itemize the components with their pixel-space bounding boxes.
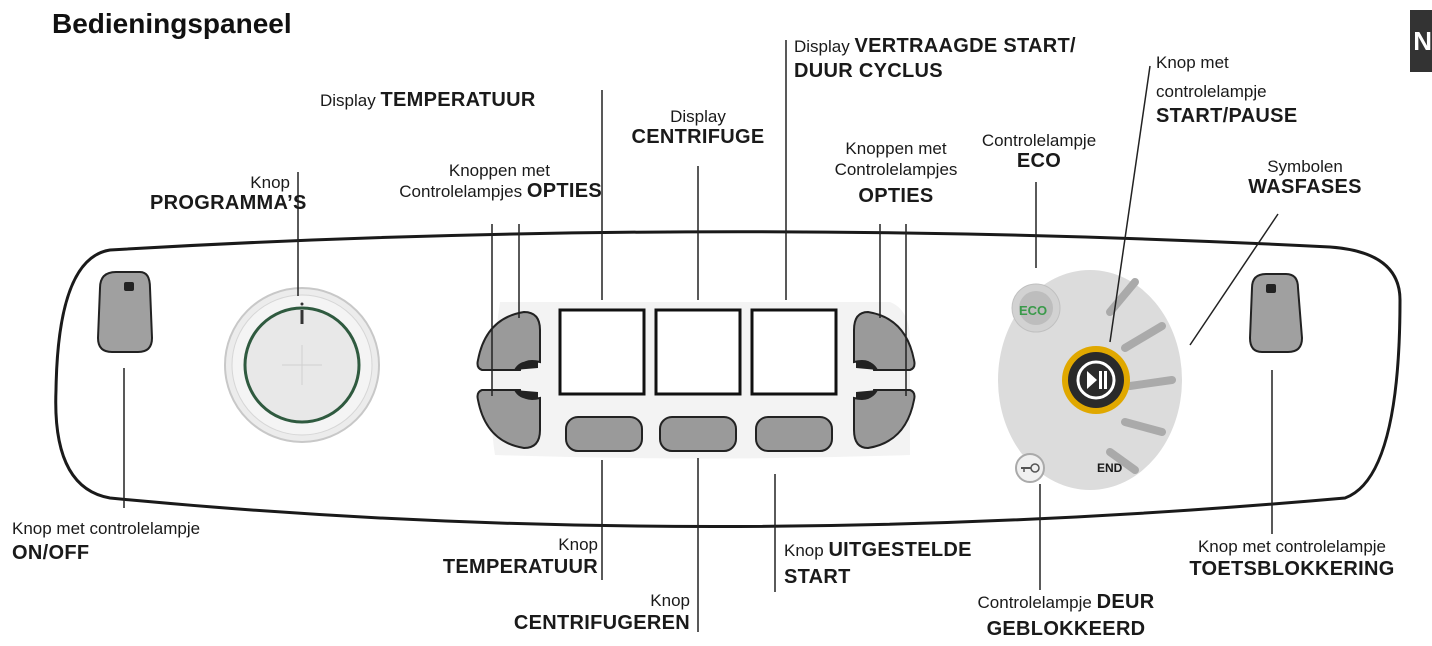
onoff-button — [96, 271, 154, 353]
label-onoff: Knop met controlelampje ON/OFF — [12, 519, 201, 564]
start-zone — [998, 270, 1182, 490]
keylock-button — [1248, 273, 1304, 353]
label-temp-button: Knop TEMPERATUUR — [442, 535, 598, 578]
displays — [558, 308, 838, 396]
right-option-buttons — [853, 310, 916, 450]
label-temp-display: Display TEMPERATUUR — [320, 89, 536, 111]
label-eco: Controlelampje ECO — [981, 131, 1097, 172]
page-title: Bedieningspaneel — [52, 8, 292, 39]
bottom-buttons — [565, 416, 833, 452]
label-spin-display: Display CENTRIFUGE — [631, 107, 765, 148]
label-options-left: Knoppen met Controlelampjes OPTIES — [399, 161, 602, 202]
leader-lines — [123, 40, 1279, 632]
label-options-right: Knoppen met Controlelampjes OPTIES — [834, 139, 958, 207]
label-door: Controlelampje DEUR GEBLOKKEERD — [977, 591, 1155, 640]
label-spin-button: Knop CENTRIFUGEREN — [513, 591, 690, 634]
label-delay-button: Knop UITGESTELDE START — [784, 539, 972, 588]
label-keylock: Knop met controlelampje TOETSBLOKKERING — [1189, 537, 1395, 580]
eco-badge: ECO — [1019, 303, 1048, 318]
label-delay-display: Display VERTRAAGDE START/ DUUR CYCLUS — [794, 35, 1076, 82]
left-option-buttons — [476, 310, 541, 450]
label-programmas: Knop PROGRAMMA’S — [150, 173, 307, 214]
label-startpause: Knop met controlelampje START/PAUSE — [1156, 53, 1298, 127]
program-dial — [224, 287, 380, 443]
end-label: END — [1097, 461, 1123, 475]
language-tab: N — [1410, 10, 1432, 72]
label-wasfases: Symbolen WASFASES — [1248, 157, 1362, 198]
